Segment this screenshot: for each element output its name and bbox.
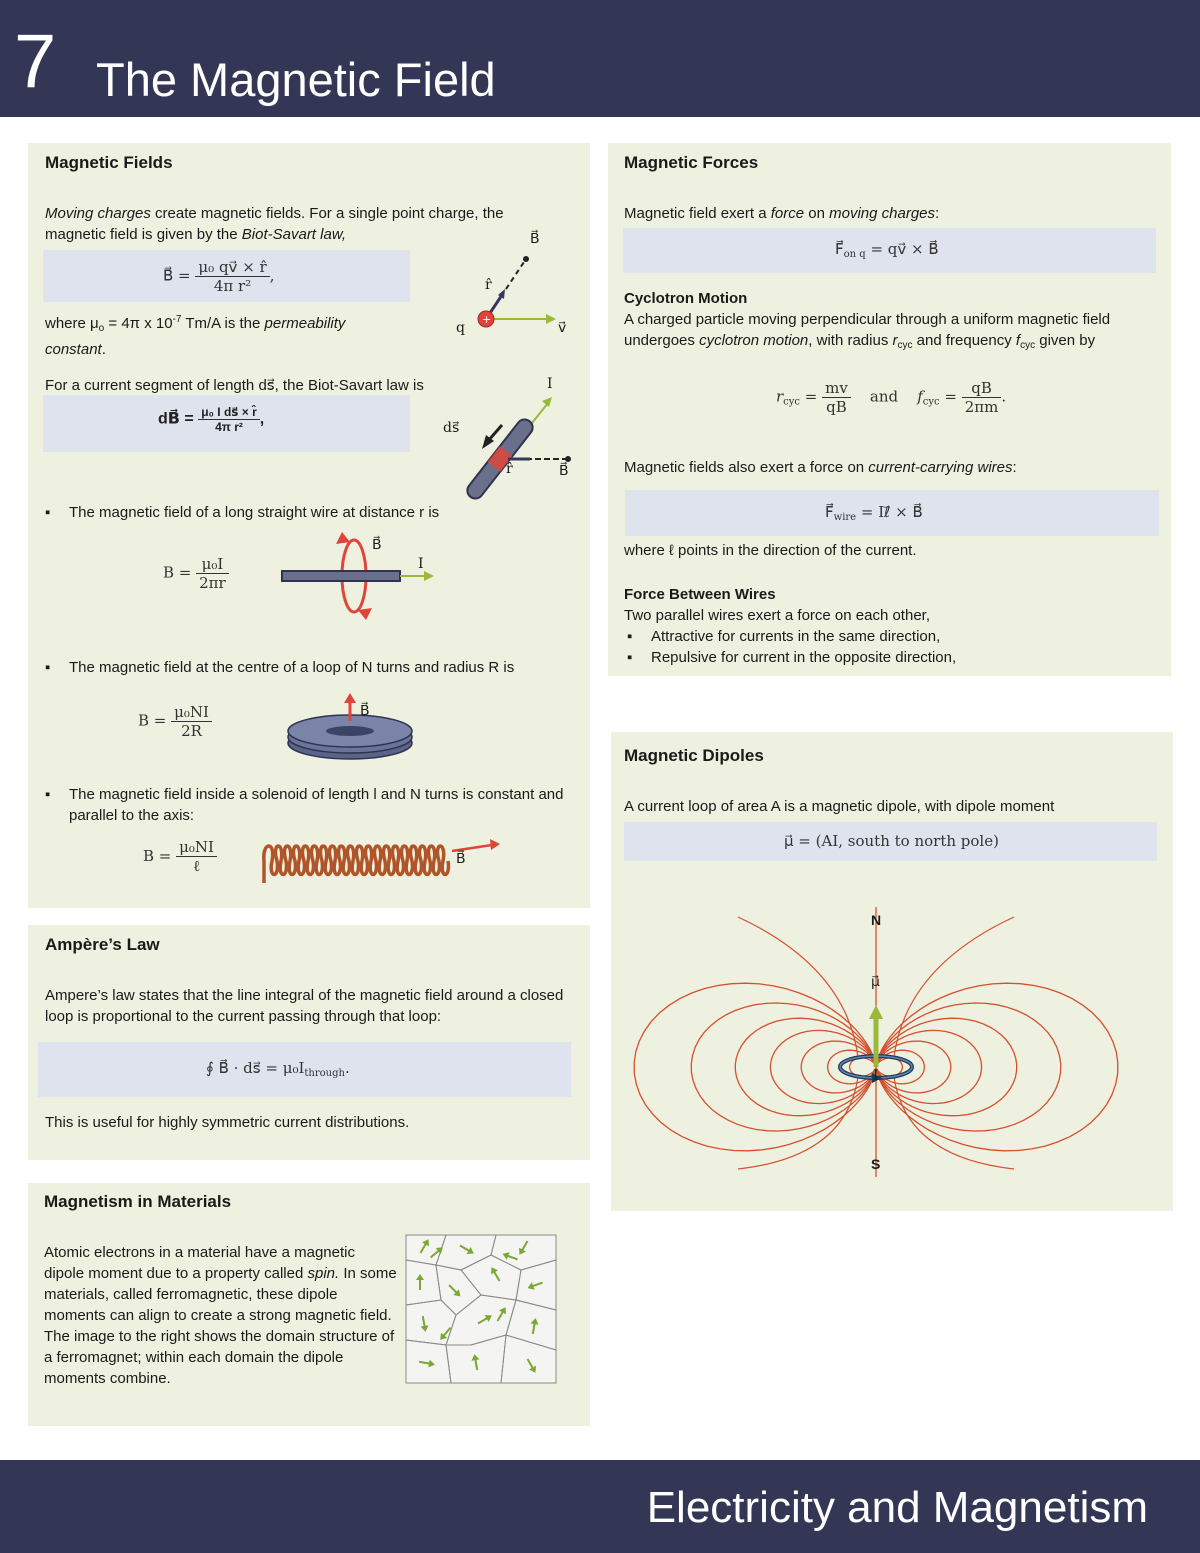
current-segment-figure [466,397,571,500]
dipole-equation-box: μ⃗ = (AI, south to north pole) [624,822,1157,861]
wire-force-equation-box: F⃗wire = Iℓ⃗ × B⃗ [625,490,1159,536]
wire-force-text: Magnetic fields also exert a force on cu… [624,459,1017,476]
amperes-law-equation-box: ∮ B⃗ · ds⃗ = μ₀Ithrough. [38,1042,571,1097]
label-mu: μ⃗ [871,974,880,990]
straight-wire-figure [281,532,434,620]
force-charge-equation: F⃗on q = qv⃗ × B⃗ [835,240,939,260]
dipole-field-figure [633,907,1119,1177]
bullet-solenoid: ▪The magnetic field inside a solenoid of… [45,786,564,824]
loop-figure [287,693,413,760]
segment-equation: dB⃗ = μ₀ I ds⃗ × r̂4π r², [158,405,265,434]
point-charge-figure: + [477,256,556,328]
wire-force-equation: F⃗wire = Iℓ⃗ × B⃗ [825,503,923,523]
magnetic-dipoles-heading: Magnetic Dipoles [624,746,764,765]
label-r-hat-1: r̂ [485,277,492,293]
materials-text: Atomic electrons in a material have a ma… [44,1244,397,1387]
label-r-hat-2: r̂ [506,461,513,477]
magnetic-forces-heading: Magnetic Forces [624,153,759,172]
page-header: 7 The Magnetic Field [0,0,1200,117]
bullet-straight-wire: ▪The magnetic field of a long straight w… [45,504,440,521]
amperes-law-heading: Ampère’s Law [45,935,160,954]
dipole-equation: μ⃗ = (AI, south to north pole) [784,832,999,850]
magnetic-dipoles-panel: Magnetic Dipoles A current loop of area … [611,732,1173,1211]
cyclotron-heading: Cyclotron Motion [624,290,748,307]
force-between-wires-heading: Force Between Wires [624,586,776,603]
ferromagnet-domain-figure [405,1234,557,1384]
label-B-3: B⃗ [372,537,382,553]
label-q: q [456,320,465,336]
amperes-law-panel: Ampère’s Law Ampere’s law states that th… [28,925,590,1160]
solenoid-figure [262,839,500,883]
materials-heading: Magnetism in Materials [44,1192,232,1211]
label-N: N [871,912,882,928]
chapter-title: The Magnetic Field [96,53,496,106]
segment-equation-box: dB⃗ = μ₀ I ds⃗ × r̂4π r², [43,395,410,452]
cyclotron-text: A charged particle moving perpendicular … [624,311,1111,351]
page-footer: Electricity and Magnetism [0,1460,1200,1553]
label-I-dipole: I [873,1068,879,1084]
svg-text:+: + [482,313,491,326]
amperes-law-note: This is useful for highly symmetric curr… [45,1114,410,1131]
bullet-loop: ▪The magnetic field at the centre of a l… [45,659,515,676]
force-between-wires-text: Two parallel wires exert a force on each… [624,607,930,624]
label-B-2: B⃗ [559,463,569,479]
biot-savart-intro: Moving charges create magnetic fields. F… [45,205,504,243]
footer-title: Electricity and Magnetism [646,1483,1148,1532]
label-B-1: B⃗ [530,231,540,247]
wire-force-note: where ℓ points in the direction of the c… [624,542,917,559]
label-B-5: B⃗ [456,851,466,867]
magnetic-fields-panel: Magnetic Fields Moving charges create ma… [28,143,590,908]
current-segment-text: For a current segment of length ds⃗, the… [45,377,424,394]
bullet-repulsive: ▪Repulsive for current in the opposite d… [627,649,957,666]
force-charge-equation-box: F⃗on q = qv⃗ × B⃗ [623,228,1156,273]
bullet-attractive: ▪Attractive for currents in the same dir… [627,628,941,645]
materials-panel: Magnetism in Materials Atomic electrons … [28,1183,590,1426]
label-ds: ds⃗ [443,420,460,436]
magnetic-fields-heading: Magnetic Fields [45,153,173,172]
label-B-4: B⃗ [360,703,370,719]
label-S: S [871,1156,881,1172]
amperes-law-text: Ampere’s law states that the line integr… [45,987,564,1025]
chapter-number: 7 [14,19,57,104]
force-intro: Magnetic field exert a force on moving c… [624,205,940,222]
amperes-law-equation: ∮ B⃗ · ds⃗ = μ₀Ithrough. [206,1059,350,1079]
label-v: v⃗ [558,320,567,336]
magnetic-forces-panel: Magnetic Forces Magnetic field exert a f… [608,143,1171,676]
biot-savart-equation: B⃗ = μ₀ qv⃗ × r̂4π r², [163,258,275,295]
label-I-1: I [547,376,553,392]
biot-savart-equation-box: B⃗ = μ₀ qv⃗ × r̂4π r², [43,250,410,302]
dipole-text: A current loop of area A is a magnetic d… [624,798,1055,815]
permeability-text: where μo = 4π x 10-7 Tm/A is the permeab… [45,314,346,358]
label-I-2: I [418,556,424,572]
